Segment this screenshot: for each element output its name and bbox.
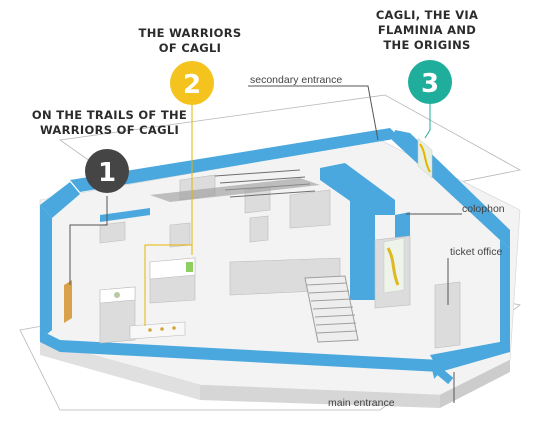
marker-1[interactable]: 1 xyxy=(85,149,129,193)
wall-panels xyxy=(64,137,433,323)
main-entrance-label: main entrance xyxy=(328,397,395,409)
floor-side-bottom xyxy=(200,385,440,408)
arrow-up-icon xyxy=(430,364,454,385)
section-1-title-line-1: ON THE TRAILS OF THE xyxy=(31,108,188,122)
section-3-title-line-3: THE ORIGINS xyxy=(383,38,471,52)
marker-3[interactable]: 3 xyxy=(408,60,452,104)
section-2-title-line-2: OF CAGLI xyxy=(158,41,222,55)
marker-2[interactable]: 2 xyxy=(170,61,214,105)
secondary-entrance-label: secondary entrance xyxy=(250,74,343,86)
display-cases xyxy=(99,257,196,340)
section-2-title: THE WARRIORS OF CAGLI xyxy=(125,26,255,56)
marker-1-number: 1 xyxy=(98,158,116,188)
marker-2-number: 2 xyxy=(183,70,201,100)
front-staircase xyxy=(304,275,359,343)
colophon-label: colophon xyxy=(462,203,505,215)
section-3-title-line-2: FLAMINIA AND xyxy=(377,23,477,37)
ticket-office-label: ticket office xyxy=(450,246,503,258)
section-3-title-line-1: CAGLI, THE VIA xyxy=(375,8,479,22)
section-2-title-line-1: THE WARRIORS xyxy=(138,26,242,40)
section-1-title-line-2: WARRIORS OF CAGLI xyxy=(39,123,180,137)
floor-side-right xyxy=(440,360,510,408)
marker-3-number: 3 xyxy=(421,69,439,99)
floor-side-left xyxy=(40,340,200,400)
section-3-title: CAGLI, THE VIA FLAMINIA AND THE ORIGINS xyxy=(372,8,482,53)
section-1-title: ON THE TRAILS OF THE WARRIORS OF CAGLI xyxy=(22,108,197,138)
leader-lines xyxy=(69,85,462,403)
